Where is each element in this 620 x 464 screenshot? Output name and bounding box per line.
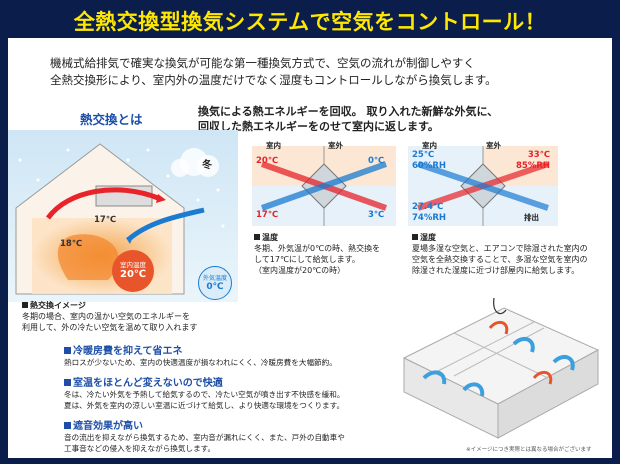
disclaimer-note: ※イメージにつき実際とは異なる場合がございます bbox=[466, 447, 592, 453]
room-temp-badge: 室内温度 20℃ bbox=[112, 250, 154, 292]
humid-caption-line-1: 夏場多湿な空気と、エアコンで除湿された室内の bbox=[412, 244, 588, 253]
intro-line-1: 機械式給排気で確実な換気が可能な第一種換気方式で、空気の流れが制御しやすく bbox=[50, 56, 475, 70]
humid-bottom-left-temp: 27.4℃ bbox=[412, 202, 444, 212]
intro-text: 機械式給排気で確実な換気が可能な第一種換気方式で、空気の流れが制御しやすく 全熱… bbox=[50, 55, 590, 89]
feature-3-text-1: 音の流出を抑えながら換気するため、室内音が漏れにくく、また、戸外の自動車や bbox=[64, 433, 345, 442]
airflow-red-2 bbox=[532, 370, 553, 385]
humid-caption-line-3: 除湿された湿度に近づけ部屋内に給気します。 bbox=[412, 266, 580, 275]
humid-top-left-temp: 25℃ bbox=[412, 150, 435, 160]
interior-airflow-illustration bbox=[402, 297, 600, 439]
temp-caption-line-3: （室内温度が20℃の時） bbox=[254, 266, 346, 275]
house-caption-line-1: 冬期の場合、室内の温かい空気のエネルギーを bbox=[22, 312, 190, 321]
feature-1-text: 熱ロスが少ないため、室内の快適温度が損なわれにくく、冷暖房費を大幅節約。 bbox=[64, 358, 337, 367]
temp-label-outdoor: 室外 bbox=[328, 141, 343, 150]
bullet-square-icon bbox=[64, 379, 71, 386]
content-panel: 機械式給排気で確実な換気が可能な第一種換気方式で、空気の流れが制御しやすく 全熱… bbox=[8, 38, 612, 458]
outside-temp-value: 0℃ bbox=[206, 282, 224, 292]
cool-flow-temp bbox=[260, 161, 388, 211]
room-temp-value: 20℃ bbox=[119, 269, 147, 280]
feature-item-1: 冷暖房費を抑えて省エネ 熱ロスが少ないため、室内の快適温度が損なわれにくく、冷暖… bbox=[64, 342, 394, 368]
temp-caption: 温度 冬期、外気温が0℃の時、熱交換を して17℃にして給気します。 （室内温度… bbox=[254, 232, 404, 276]
exhaust-arrowhead bbox=[156, 194, 166, 203]
feature-1-heading: 冷暖房費を抑えて省エネ bbox=[73, 346, 183, 357]
feature-2-text-2: 夏は、外気を室内の涼しい室温に近づけて給気し、より快適な環境をつくります。 bbox=[64, 401, 345, 410]
exhaust-flow-arrow bbox=[45, 187, 159, 220]
heat-desc-line-2: 回収した熱エネルギーをのせて室内に返します。 bbox=[198, 120, 439, 133]
temp-caption-line-2: して17℃にして給気します。 bbox=[254, 255, 360, 264]
room-temp-label: 室内温度 bbox=[120, 261, 146, 269]
bullet-square-icon bbox=[64, 347, 71, 354]
humid-top-left: 25℃ 60%RH bbox=[412, 150, 446, 172]
humid-top-right: 33℃ 85%RH bbox=[516, 150, 550, 172]
temp-bottom-right: 3℃ bbox=[368, 210, 385, 220]
humidity-exchange-diagram bbox=[408, 146, 558, 226]
features-list: 冷暖房費を抑えて省エネ 熱ロスが少ないため、室内の快適温度が損なわれにくく、冷暖… bbox=[64, 342, 394, 454]
house-caption: 熱交換イメージ 冬期の場合、室内の温かい空気のエネルギーを 利用して、外の冷たい… bbox=[22, 300, 242, 333]
humid-bottom-right: 排出 bbox=[524, 213, 539, 222]
intake-arrowhead bbox=[126, 234, 134, 244]
heat-desc-line-1: 換気による熱エネルギーを回収。 取り入れた新鮮な外気に、 bbox=[198, 105, 499, 118]
dry-flow bbox=[417, 161, 549, 211]
temp-caption-title: 温度 bbox=[262, 233, 278, 242]
house-temp-upper: 17℃ bbox=[94, 215, 117, 225]
temp-label-indoor: 室内 bbox=[266, 141, 281, 150]
bullet-square-icon bbox=[412, 234, 418, 240]
temperature-exchange-diagram bbox=[252, 146, 396, 226]
heat-exchange-description: 換気による熱エネルギーを回収。 取り入れた新鮮な外気に、 回収した熱エネルギーを… bbox=[198, 104, 598, 134]
temp-top-left: 20℃ bbox=[256, 156, 279, 166]
heat-exchange-heading: 熱交換とは bbox=[80, 112, 143, 127]
house-caption-title: 熱交換イメージ bbox=[30, 301, 86, 310]
temp-top-right: 0℃ bbox=[368, 156, 385, 166]
airflow-blue-4 bbox=[552, 354, 575, 371]
feature-3-text-2: 工事音などの侵入を抑えながら換気します。 bbox=[64, 444, 216, 453]
season-label: 冬 bbox=[202, 160, 212, 171]
intro-line-2: 全熱交換形により、室内外の温度だけでなく湿度もコントロールしながら換気します。 bbox=[50, 73, 497, 87]
warm-air-glow bbox=[57, 234, 119, 280]
humid-label-outdoor: 室外 bbox=[486, 141, 501, 150]
humid-caption: 湿度 夏場多湿な空気と、エアコンで除湿された室内の 空気を全熱交換することで、多… bbox=[412, 232, 612, 276]
humid-caption-line-2: 空気を全熱交換することで、多湿な空気を室内の bbox=[412, 255, 588, 264]
humid-top-right-rh: 85%RH bbox=[516, 161, 551, 171]
house-temp-left: 18℃ bbox=[60, 239, 83, 249]
humid-caption-title: 湿度 bbox=[420, 233, 436, 242]
feature-item-2: 室温をほとんど変えないので快適 冬は、冷たい外気を予熱して給気するので、冷たい空… bbox=[64, 374, 394, 411]
bullet-square-icon bbox=[22, 302, 28, 308]
airflow-red-1 bbox=[488, 320, 509, 335]
feature-item-3: 遮音効果が高い 音の流出を抑えながら換気するため、室内音が漏れにくく、また、戸外… bbox=[64, 417, 394, 454]
temp-caption-line-1: 冬期、外気温が0℃の時、熱交換を bbox=[254, 244, 381, 253]
airflow-blue-1 bbox=[422, 370, 447, 385]
feature-2-heading: 室温をほとんど変えないので快適 bbox=[73, 378, 223, 389]
page-title: 全熱交換型換気システムで空気をコントロール！ bbox=[73, 10, 547, 34]
humid-bottom-left: 27.4℃ 74%RH bbox=[412, 202, 446, 224]
outside-temp-badge: 外気温度 0℃ bbox=[198, 266, 232, 300]
temp-bottom-left: 17℃ bbox=[256, 210, 279, 220]
bullet-square-icon bbox=[64, 422, 71, 429]
feature-3-heading: 遮音効果が高い bbox=[73, 421, 143, 432]
house-caption-line-2: 利用して、外の冷たい空気を温めて取り入れます bbox=[22, 323, 198, 332]
airflow-blue-3 bbox=[512, 336, 535, 353]
snowflakes bbox=[18, 148, 225, 228]
intake-flow-arrow bbox=[126, 207, 205, 242]
airflow-blue-2 bbox=[462, 382, 485, 397]
humid-top-right-temp: 33℃ bbox=[527, 150, 551, 160]
duct-line bbox=[493, 297, 507, 315]
humid-top-left-rh: 60%RH bbox=[412, 161, 447, 171]
humid-label-indoor: 室内 bbox=[422, 141, 437, 150]
humid-bottom-left-rh: 74%RH bbox=[412, 213, 447, 223]
outside-temp-label: 外気温度 bbox=[202, 275, 227, 282]
bullet-square-icon bbox=[254, 234, 260, 240]
feature-2-text-1: 冬は、冷たい外気を予熱して給気するので、冷たい空気が噴き出す不快感を緩和。 bbox=[64, 390, 345, 399]
